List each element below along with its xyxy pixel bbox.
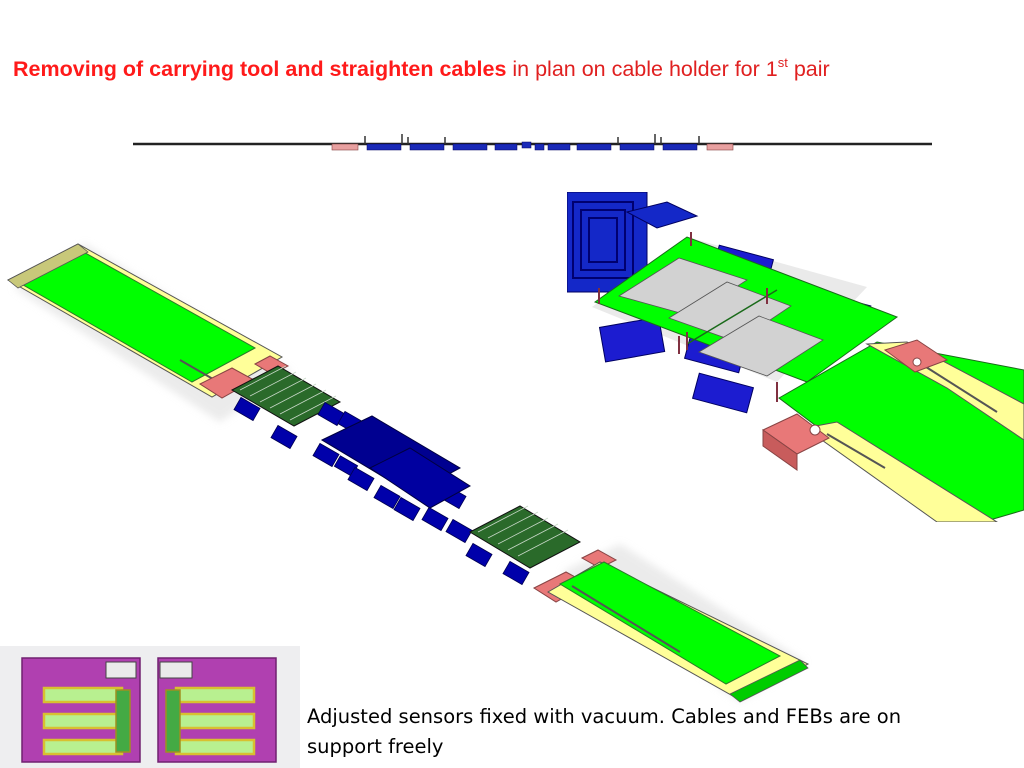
zoom-inset-figure	[567, 192, 1024, 522]
title-superscript: st	[777, 55, 788, 70]
isometric-assembly-figure	[6, 243, 810, 703]
slide-caption: Adjusted sensors fixed with vacuum. Cabl…	[307, 705, 902, 758]
title-normal-text: in plan on cable holder for 1	[506, 57, 778, 81]
side-view-figure	[133, 134, 932, 151]
title-bold-text: Removing of carrying tool and straighten…	[13, 57, 507, 81]
slide-title: Removing of carrying tool and straighten…	[13, 55, 830, 82]
title-suffix: pair	[787, 57, 830, 81]
vacuum-frame-photos	[0, 646, 300, 768]
